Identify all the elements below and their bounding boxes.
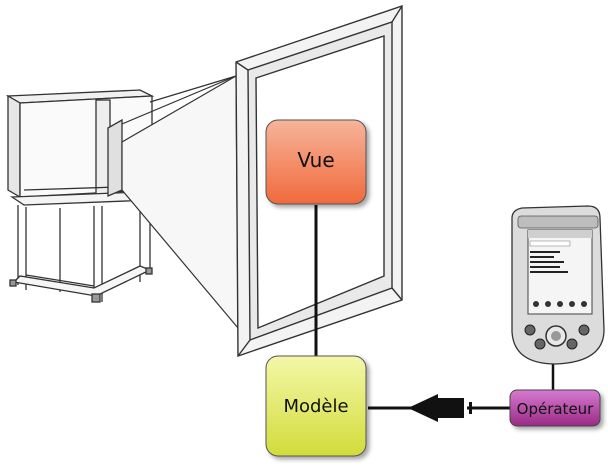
pda-app-button bbox=[566, 338, 578, 350]
pda-app-button bbox=[534, 338, 546, 350]
pda-app-button bbox=[578, 324, 590, 336]
modele-label: Modèle bbox=[283, 396, 348, 417]
pda-screen-icons bbox=[533, 301, 587, 307]
pda-device-illustration bbox=[511, 205, 605, 365]
modele-box bbox=[265, 355, 367, 457]
operateur-label: Opérateur bbox=[517, 400, 595, 418]
vue-label: Vue bbox=[297, 148, 334, 172]
operateur-box bbox=[509, 389, 601, 427]
pda-app-button bbox=[524, 324, 536, 336]
vue-box bbox=[265, 119, 367, 205]
operateur-to-modele-arrow bbox=[368, 394, 510, 422]
pda-screen-content bbox=[530, 251, 568, 273]
